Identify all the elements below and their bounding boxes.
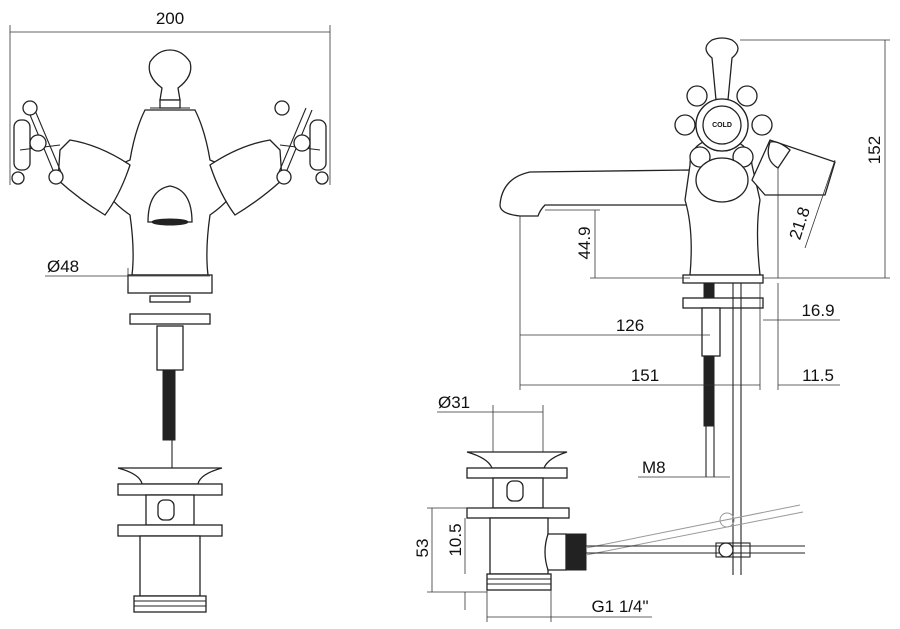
dim-base-diameter: Ø48 bbox=[47, 257, 79, 276]
front-view bbox=[9, 25, 331, 613]
dim-overall-width: 200 bbox=[156, 9, 184, 28]
dim-waste-height: 53 bbox=[413, 539, 432, 558]
dimension-lines bbox=[427, 39, 890, 622]
dim-rod-offset: 11.5 bbox=[802, 366, 834, 385]
dim-flange-height: 10.5 bbox=[446, 523, 465, 556]
side-view: COLD bbox=[466, 37, 836, 591]
dim-lever-offset-angle: 21.8 bbox=[786, 205, 814, 242]
handle-badge-label: COLD bbox=[712, 122, 732, 129]
dim-thread-size: M8 bbox=[642, 458, 666, 477]
dim-spout-reach: 126 bbox=[616, 316, 644, 335]
dim-waste-diameter: Ø31 bbox=[438, 393, 470, 412]
dim-overall-height: 152 bbox=[865, 136, 884, 164]
dim-overall-depth: 151 bbox=[631, 366, 659, 385]
dim-lever-offset: 16.9 bbox=[801, 301, 834, 320]
dim-spout-height: 44.9 bbox=[575, 226, 594, 259]
dim-waste-thread: G1 1/4" bbox=[591, 597, 648, 616]
